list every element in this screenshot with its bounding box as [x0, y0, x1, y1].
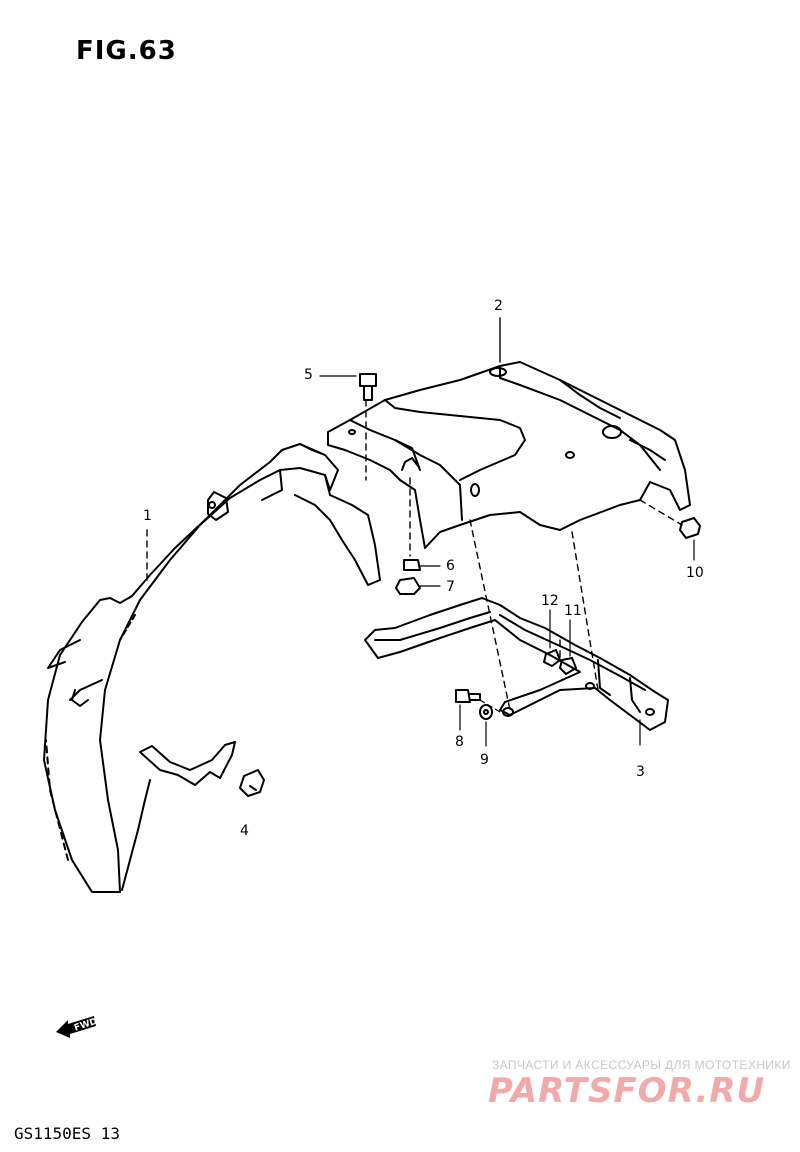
callout-11: 11: [564, 603, 582, 619]
drawing-code: GS1150ES 13: [14, 1124, 120, 1143]
watermark-tagline: ЗАПЧАСТИ И АКСЕССУАРЫ ДЛЯ МОТОТЕХНИКИ: [492, 1058, 791, 1072]
callout-7: 7: [446, 579, 455, 595]
mounting-dashed-lines: [469, 519, 599, 711]
bolt-8-part: [455, 689, 481, 731]
callout-12: 12: [541, 593, 559, 609]
nut-12-part: [543, 609, 561, 667]
figure-title: FIG.63: [76, 36, 177, 66]
callout-2: 2: [494, 298, 503, 314]
callout-1: 1: [143, 508, 152, 524]
bolt-5-part: [319, 373, 377, 481]
callout-3: 3: [636, 764, 645, 780]
nut-7-part: [395, 577, 441, 595]
rear-fender-part: [43, 443, 381, 893]
forward-arrow-label: FWD: [73, 1017, 98, 1034]
forward-arrow-icon: FWD: [56, 1016, 99, 1038]
callout-9: 9: [480, 752, 489, 768]
washer-9-part: [479, 699, 501, 747]
tail-cover-part: [327, 361, 691, 549]
bracket-part: [364, 597, 669, 746]
fender-clip-part: [239, 769, 265, 797]
callout-5: 5: [304, 367, 313, 383]
bolt-10-part: [639, 499, 701, 561]
callout-8: 8: [455, 734, 464, 750]
washer-6-part: [403, 559, 441, 571]
nut-11-part: [559, 619, 577, 675]
callout-10: 10: [686, 565, 704, 581]
callout-4: 4: [240, 823, 249, 839]
callout-6: 6: [446, 558, 455, 574]
watermark-logo: PARTSFOR.RU: [488, 1071, 766, 1111]
